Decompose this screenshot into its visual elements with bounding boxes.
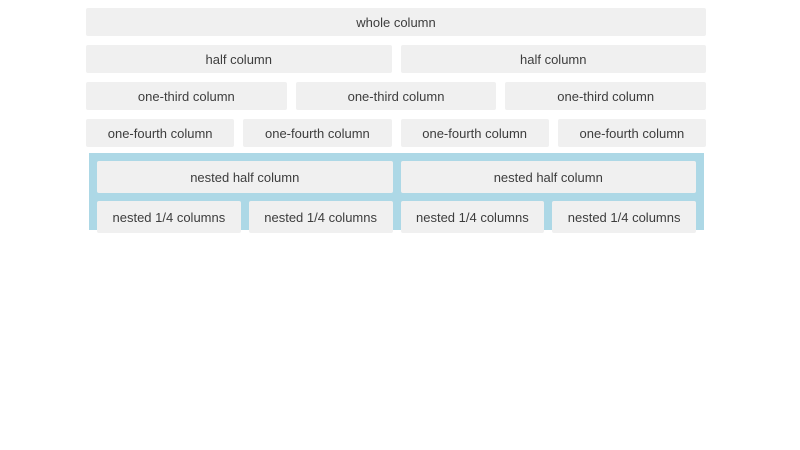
row-thirds: one-third column one-third column one-th… [86,82,707,110]
column-box-fourth-1: one-fourth column [86,119,235,147]
column-box-half-1: half column [86,45,392,73]
nested-column-box-quarter-3: nested 1/4 columns [400,201,545,233]
column-box-half-2: half column [400,45,706,73]
nested-column-box-half-2: nested half column [400,161,696,193]
nested-column-box-half-1: nested half column [97,161,393,193]
column-box-third-1: one-third column [86,82,287,110]
column-box-third-3: one-third column [505,82,707,110]
nested-column-box-quarter-4: nested 1/4 columns [552,201,696,233]
row-fourths: one-fourth column one-fourth column one-… [86,119,706,147]
column-box-fourth-3: one-fourth column [400,119,549,147]
column-box-whole: whole column [86,8,706,36]
grid-demo: whole column half column half column one… [86,8,707,233]
nested-column-box-quarter-2: nested 1/4 columns [248,201,393,233]
row-whole: whole column [86,8,706,36]
nested-row-halves: nested half column nested half column [97,161,696,193]
column-box-third-2: one-third column [295,82,497,110]
nested-row-quarters: nested 1/4 columns nested 1/4 columns ne… [97,201,696,233]
nested-column-box-quarter-1: nested 1/4 columns [97,201,241,233]
nested-row-container: nested half column nested half column ne… [89,153,704,233]
row-halves: half column half column [86,45,706,73]
column-box-fourth-2: one-fourth column [243,119,392,147]
column-box-fourth-4: one-fourth column [557,119,706,147]
